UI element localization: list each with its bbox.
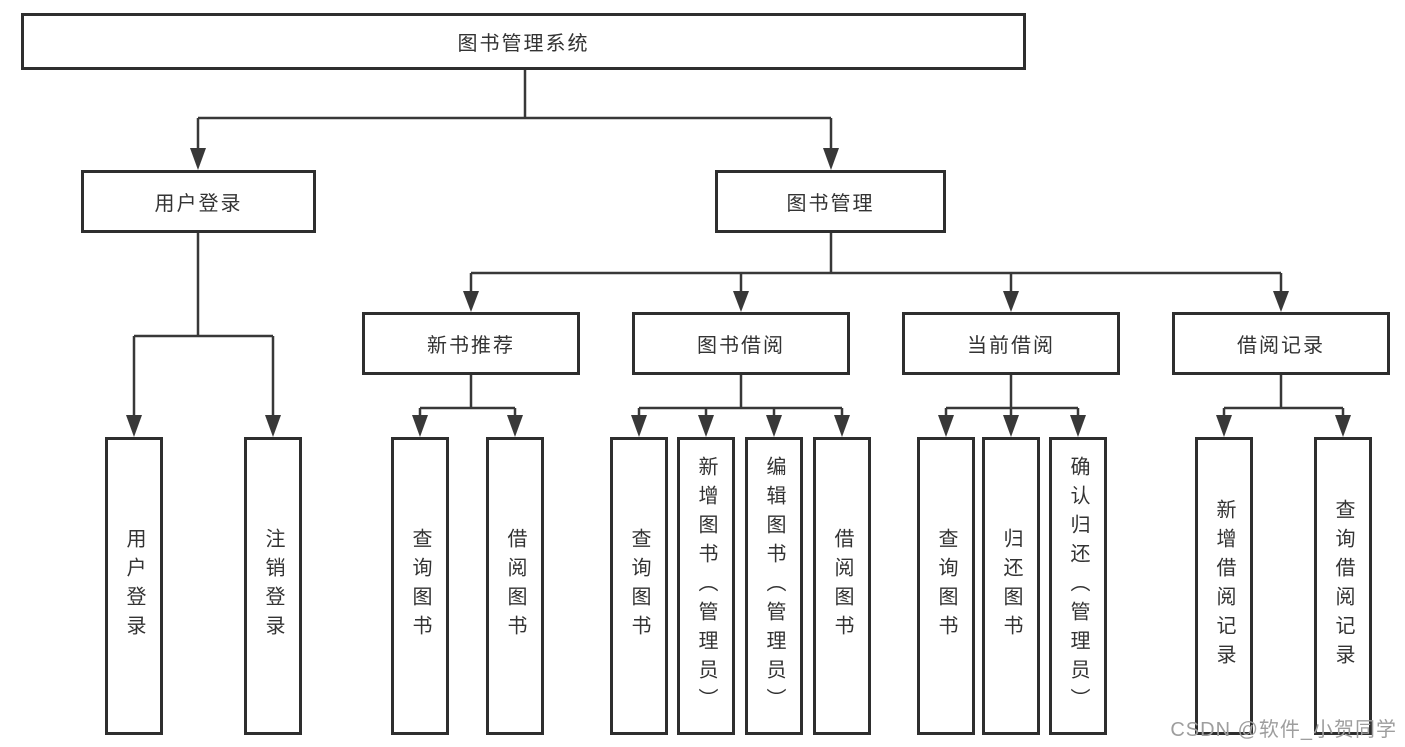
connector-borrow-record-to-leaves xyxy=(1222,375,1345,418)
node-label: 用户登录 xyxy=(154,193,243,215)
leaf-return-books: 归还图书 xyxy=(982,437,1040,735)
connector-new-book-to-leaves xyxy=(418,375,517,418)
node-book-management: 图书管理 xyxy=(715,170,946,233)
leaf-label: 确认归还（管理员） xyxy=(1067,455,1089,717)
leaf-confirm-return-admin: 确认归还（管理员） xyxy=(1049,437,1107,735)
leaf-label: 新增图书（管理员） xyxy=(695,455,717,717)
leaf-search-books-1: 查询图书 xyxy=(391,437,449,735)
leaf-label: 查询图书 xyxy=(628,528,650,644)
leaf-label: 借阅图书 xyxy=(831,528,853,644)
node-current-borrowing: 当前借阅 xyxy=(902,312,1120,375)
node-label: 图书借阅 xyxy=(697,335,785,357)
connector-user-login-to-leaves xyxy=(132,233,275,418)
node-label: 图书管理 xyxy=(786,193,875,215)
leaf-label: 注销登录 xyxy=(262,528,284,644)
node-label: 图书管理系统 xyxy=(457,33,590,55)
leaf-search-books-2: 查询图书 xyxy=(610,437,668,735)
node-new-book-recommend: 新书推荐 xyxy=(362,312,580,375)
node-label: 当前借阅 xyxy=(967,335,1055,357)
csdn-watermark: CSDN @软件_小贺同学 xyxy=(1170,719,1397,741)
leaf-label: 查询图书 xyxy=(935,528,957,644)
node-label: 借阅记录 xyxy=(1237,335,1325,357)
node-user-login-module: 用户登录 xyxy=(81,170,316,233)
leaf-label: 查询图书 xyxy=(409,528,431,644)
leaf-label: 借阅图书 xyxy=(504,528,526,644)
leaf-label: 归还图书 xyxy=(1000,528,1022,644)
node-borrowing-records: 借阅记录 xyxy=(1172,312,1390,375)
connector-root-to-level1 xyxy=(196,70,833,150)
leaf-edit-books-admin: 编辑图书（管理员） xyxy=(745,437,803,735)
node-library-system: 图书管理系统 xyxy=(21,13,1026,70)
leaf-search-books-3: 查询图书 xyxy=(917,437,975,735)
connector-book-borrow-to-leaves xyxy=(637,375,844,418)
leaf-add-borrow-record: 新增借阅记录 xyxy=(1195,437,1253,735)
leaf-borrow-books-2: 借阅图书 xyxy=(813,437,871,735)
leaf-borrow-books-1: 借阅图书 xyxy=(486,437,544,735)
leaf-add-books-admin: 新增图书（管理员） xyxy=(677,437,735,735)
leaf-logout: 注销登录 xyxy=(244,437,302,735)
leaf-search-borrow-record: 查询借阅记录 xyxy=(1314,437,1372,735)
node-label: 新书推荐 xyxy=(427,335,515,357)
node-book-borrowing: 图书借阅 xyxy=(632,312,850,375)
leaf-label: 查询借阅记录 xyxy=(1332,499,1354,673)
leaf-label: 新增借阅记录 xyxy=(1213,499,1235,673)
leaf-label: 用户登录 xyxy=(123,528,145,644)
leaf-user-login: 用户登录 xyxy=(105,437,163,735)
leaf-label: 编辑图书（管理员） xyxy=(763,455,785,717)
connector-current-borrow-to-leaves xyxy=(944,375,1080,418)
connector-book-mgmt-to-level2 xyxy=(469,233,1283,293)
